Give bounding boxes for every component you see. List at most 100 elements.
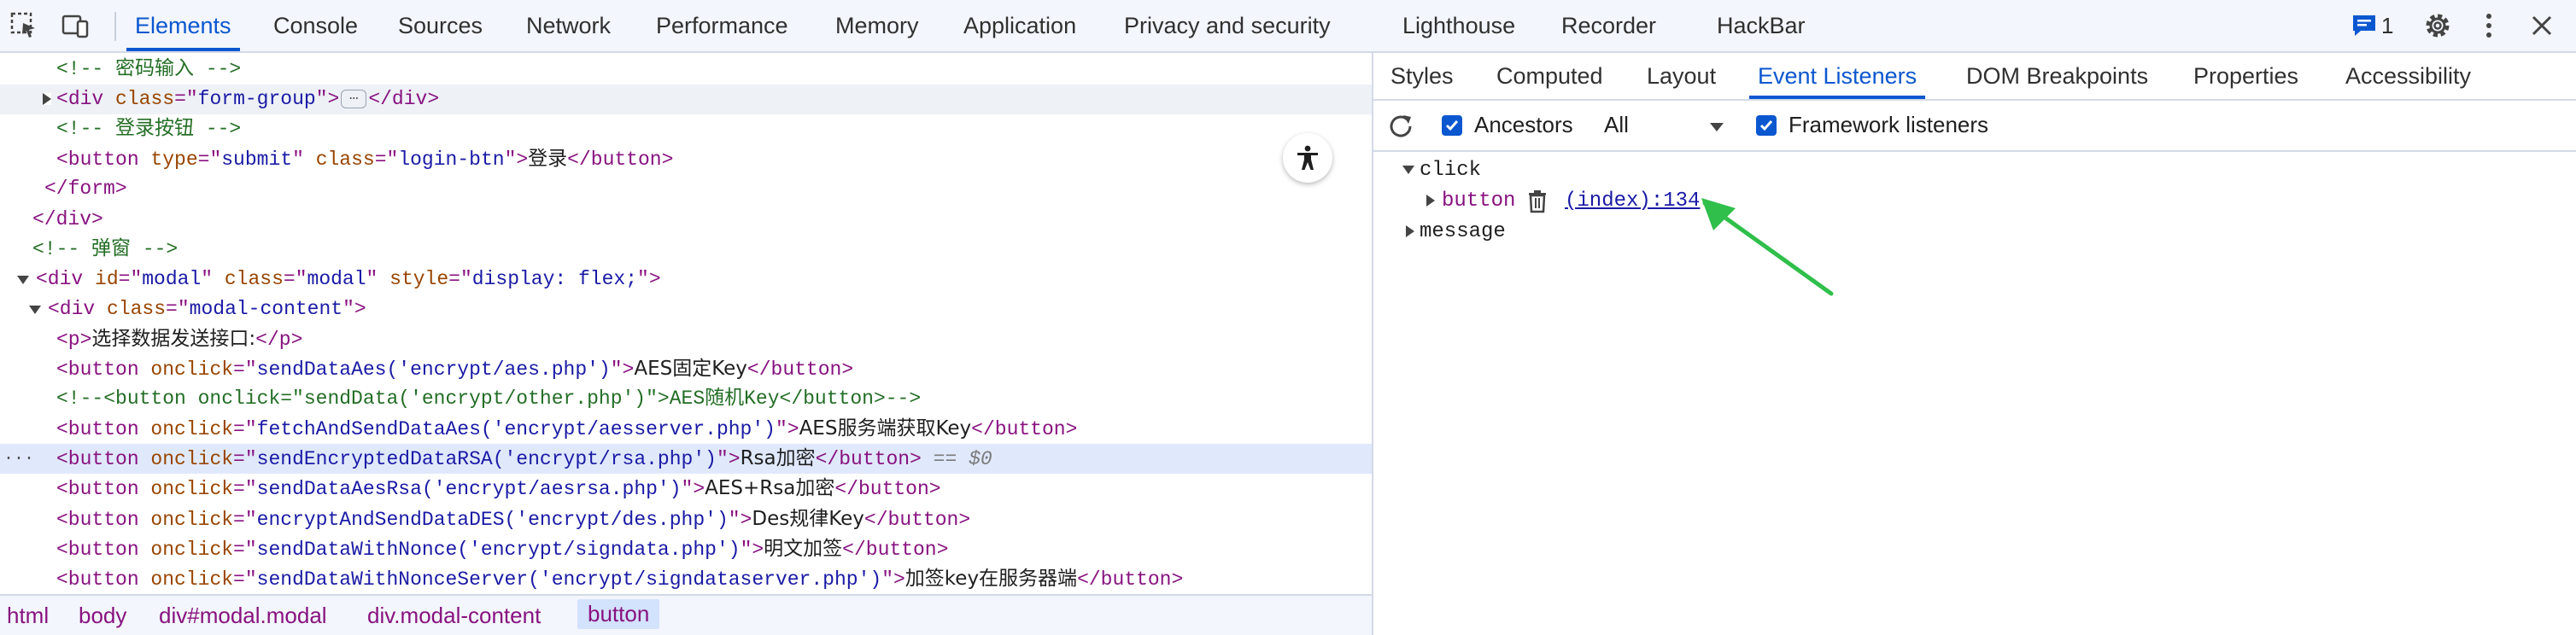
framework-listeners-checkbox[interactable]: [1756, 115, 1777, 136]
token-text: 加签key在服务器端: [905, 567, 1078, 590]
remove-listener-button[interactable]: [1527, 189, 1549, 213]
dom-node[interactable]: </form>: [0, 174, 1372, 204]
dom-node[interactable]: </div>: [0, 205, 1372, 235]
expand-arrow[interactable]: [43, 93, 51, 106]
token-attr: onclick: [138, 418, 234, 441]
sidebar-tabs: Styles Computed Layout Event Listeners D…: [1373, 53, 2576, 101]
dom-node[interactable]: <!-- 密码输入 -->: [0, 55, 1372, 84]
refresh-button[interactable]: [1385, 111, 1416, 142]
token-val: sendDataWithNonceServer('encrypt/signdat…: [256, 568, 882, 591]
token-val: sendDataAes('encrypt/aes.php'): [256, 358, 611, 381]
expand-button-listener-arrow[interactable]: [1426, 195, 1435, 207]
collapse-arrow[interactable]: [29, 305, 41, 314]
dom-node[interactable]: <button onclick="sendDataWithNonceServer…: [0, 564, 1372, 594]
close-devtools-button[interactable]: [2530, 9, 2554, 43]
token-tag: =": [283, 267, 307, 290]
dom-node[interactable]: <p>选择数据发送接口:</p>: [0, 324, 1372, 354]
chevron-down-icon: [1710, 123, 1724, 131]
settings-button[interactable]: [2422, 9, 2453, 43]
dom-node-content: <button onclick="sendEncryptedDataRSA('e…: [56, 444, 992, 475]
event-click[interactable]: click: [1420, 159, 1482, 182]
tab-properties[interactable]: Properties: [2193, 63, 2299, 89]
token-text: 选择数据发送接口:: [91, 327, 256, 350]
panel-divider[interactable]: [1372, 53, 1373, 635]
breadcrumb-html[interactable]: html: [7, 603, 50, 628]
dom-node[interactable]: <!-- 弹窗 -->: [0, 235, 1372, 265]
issues-button[interactable]: 1: [2351, 9, 2393, 43]
breadcrumb-body[interactable]: body: [79, 603, 127, 628]
token-tag: ">: [775, 418, 799, 441]
token-com: <!-- 密码输入 -->: [56, 58, 242, 80]
tab-elements[interactable]: Elements: [126, 0, 240, 51]
tab-layout[interactable]: Layout: [1647, 63, 1717, 89]
token-tag: =": [233, 418, 257, 441]
token-tag: <: [56, 88, 68, 111]
event-message[interactable]: message: [1420, 220, 1506, 243]
tab-memory[interactable]: Memory: [835, 13, 919, 38]
expand-ellipsis-button[interactable]: …: [341, 88, 367, 109]
framework-listeners-label: Framework listeners: [1789, 112, 1989, 137]
dom-node[interactable]: <button onclick="sendDataAes('encrypt/ae…: [0, 354, 1372, 384]
token-tag: <button: [56, 508, 139, 531]
tab-accessibility[interactable]: Accessibility: [2345, 63, 2472, 89]
token-tag: <button: [56, 538, 139, 561]
token-val: login-btn: [398, 149, 505, 172]
devtools-toolbar: Elements Console Sources Network Perform…: [0, 0, 2576, 53]
tab-sources[interactable]: Sources: [398, 13, 483, 38]
tab-performance[interactable]: Performance: [656, 13, 788, 38]
tab-privacy-and-security[interactable]: Privacy and security: [1124, 13, 1331, 38]
dom-node-selected[interactable]: ··· <button onclick="sendEncryptedDataRSA…: [0, 444, 1372, 475]
token-attr: type: [138, 149, 198, 172]
token-tag: <div: [48, 297, 96, 320]
ancestors-checkbox[interactable]: [1442, 115, 1462, 136]
token-tag: ">: [342, 297, 366, 320]
breadcrumb-div-modal-content[interactable]: div.modal-content: [367, 603, 542, 628]
dom-node[interactable]: <button onclick="fetchAndSendDataAes('en…: [0, 414, 1372, 444]
dom-node[interactable]: <button onclick="sendDataWithNonce('encr…: [0, 534, 1372, 564]
listener-filter-select[interactable]: All: [1604, 112, 1629, 137]
node-menu-dots[interactable]: ···: [3, 449, 35, 469]
tab-network[interactable]: Network: [526, 13, 612, 38]
tab-hackbar[interactable]: HackBar: [1717, 13, 1806, 38]
tab-console[interactable]: Console: [273, 13, 359, 38]
dom-node[interactable]: <button onclick="sendDataAesRsa('encrypt…: [0, 474, 1372, 504]
dom-node[interactable]: <div id="modal" class="modal" style="dis…: [0, 265, 1372, 294]
listener-source-link[interactable]: (index):134: [1565, 189, 1701, 213]
tab-application[interactable]: Application: [963, 13, 1077, 38]
collapse-arrow[interactable]: [17, 275, 29, 284]
breadcrumb-button[interactable]: button: [577, 599, 660, 629]
dom-node-content: <div class="modal-content">: [48, 294, 366, 324]
tab-lighthouse[interactable]: Lighthouse: [1402, 13, 1516, 38]
token-tag: =": [233, 538, 257, 561]
token-val: display: flex;: [471, 267, 638, 290]
token-attr: class: [95, 297, 167, 320]
token-tag: </button>: [834, 478, 941, 501]
breadcrumb-div-modal[interactable]: div#modal.modal: [159, 603, 327, 628]
token-val: sendDataAesRsa('encrypt/aesrsa.php'): [256, 478, 682, 501]
tab-styles[interactable]: Styles: [1390, 63, 1454, 89]
token-attr: onclick: [138, 358, 234, 381]
expand-click-arrow[interactable]: [1402, 166, 1414, 174]
dom-node[interactable]: <button type="submit" class="login-btn">…: [0, 144, 1372, 174]
inspect-element-icon[interactable]: [9, 10, 39, 41]
dom-node[interactable]: <button onclick="encryptAndSendDataDES('…: [0, 504, 1372, 534]
listener-node-button[interactable]: button: [1442, 189, 1516, 213]
dom-node-content: </form>: [44, 174, 127, 204]
token-tag: =": [233, 478, 257, 501]
expand-message-arrow[interactable]: [1406, 225, 1414, 237]
tab-event-listeners[interactable]: Event Listeners: [1748, 53, 1926, 99]
token-tag: </button>: [842, 538, 949, 561]
dom-node[interactable]: <div class="form-group">…</div>: [0, 84, 1372, 115]
token-tag: =": [166, 297, 190, 320]
dom-node[interactable]: <div class="modal-content">: [0, 294, 1372, 324]
dom-node[interactable]: <!-- 登录按钮 -->: [0, 114, 1372, 144]
dom-node[interactable]: <!--<button onclick="sendData('encrypt/o…: [0, 384, 1372, 414]
tab-recorder[interactable]: Recorder: [1561, 13, 1657, 38]
tab-computed[interactable]: Computed: [1496, 63, 1603, 89]
tab-dom-breakpoints[interactable]: DOM Breakpoints: [1966, 63, 2149, 89]
dom-node-content: <button onclick="fetchAndSendDataAes('en…: [56, 414, 1077, 445]
device-toolbar-icon[interactable]: [60, 10, 91, 41]
close-icon: [2532, 15, 2552, 36]
more-options-button[interactable]: [2482, 9, 2496, 43]
accessibility-tree-toggle[interactable]: [1283, 133, 1332, 183]
